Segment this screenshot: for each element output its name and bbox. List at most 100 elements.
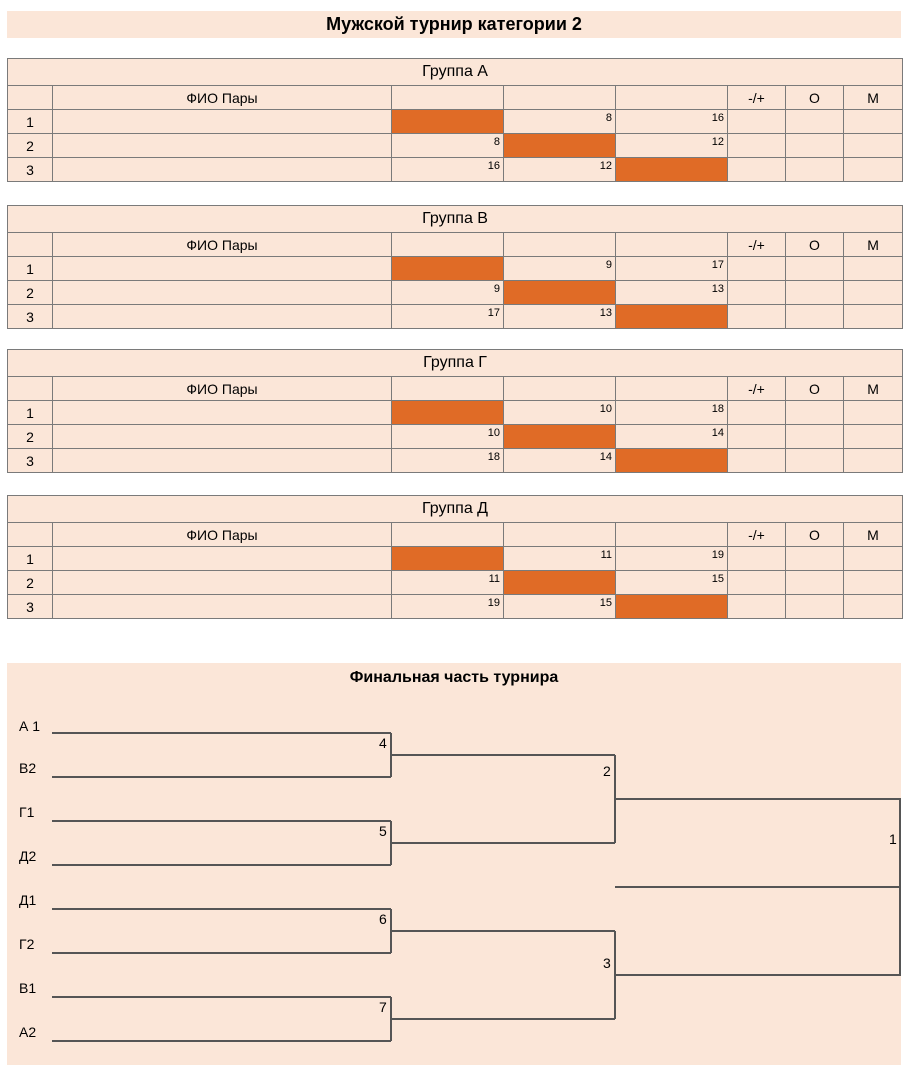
diff-cell[interactable] [727,256,786,281]
m-cell[interactable] [842,133,904,158]
diff-cell[interactable] [727,157,786,182]
header-opp [391,232,504,257]
header-o: О [785,85,844,110]
row-number: 3 [7,157,53,182]
header-opp [391,376,504,401]
pair-name-cell[interactable] [52,424,392,449]
m-cell[interactable] [843,570,903,595]
diff-cell[interactable] [727,109,786,134]
score-cell[interactable]: 18 [391,448,504,473]
o-cell[interactable] [785,157,844,182]
pair-name-cell[interactable] [52,570,392,595]
score-cell[interactable]: 16 [615,109,728,134]
o-cell[interactable] [785,570,844,595]
o-cell[interactable] [785,256,844,281]
score-cell[interactable]: 14 [615,424,728,449]
header-name: ФИО Пары [52,85,392,110]
diff-cell[interactable] [727,133,786,158]
final-title: Финальная часть турнира [349,669,559,686]
o-cell[interactable] [785,546,844,571]
diff-cell[interactable] [727,424,786,449]
pair-name-cell[interactable] [52,133,392,158]
match-number: 8 [605,112,612,124]
header-opp [615,85,728,110]
score-cell[interactable]: 11 [391,570,504,595]
match-number: 12 [599,160,612,172]
score-cell[interactable]: 14 [503,448,616,473]
seed-label: Д1 [19,892,37,908]
match-number: 4 [379,735,387,751]
score-cell[interactable]: 13 [503,304,616,329]
m-cell[interactable] [842,448,904,473]
diagonal-cell [391,256,504,281]
diff-cell[interactable] [727,280,786,305]
score-cell[interactable]: 12 [503,157,616,182]
pair-name-cell[interactable] [52,400,392,425]
m-cell[interactable] [842,256,904,281]
score-cell[interactable]: 17 [391,304,504,329]
score-cell[interactable]: 10 [391,424,504,449]
row-number: 3 [7,304,53,329]
pair-name-cell[interactable] [52,448,392,473]
pair-name-cell[interactable] [52,256,392,281]
header-opp [615,522,728,547]
score-cell[interactable]: 15 [503,594,616,619]
score-cell[interactable]: 15 [615,570,728,595]
score-cell[interactable]: 16 [391,157,504,182]
m-cell[interactable] [842,280,904,305]
o-cell[interactable] [785,400,844,425]
score-cell[interactable]: 12 [615,133,728,158]
diff-cell[interactable] [727,448,786,473]
header-diff: -/+ [727,522,786,547]
diagonal-cell [391,400,504,425]
diagonal-cell [503,133,616,158]
diff-cell[interactable] [727,546,786,571]
score-cell[interactable]: 19 [391,594,504,619]
pair-name-cell[interactable] [52,594,392,619]
score-cell[interactable]: 18 [615,400,728,425]
score-cell[interactable]: 19 [615,546,728,571]
o-cell[interactable] [785,424,844,449]
row-number: 3 [7,448,53,473]
pair-name-cell[interactable] [52,546,392,571]
m-cell[interactable] [842,157,904,182]
diff-cell[interactable] [727,570,786,595]
o-cell[interactable] [785,448,844,473]
pair-name-cell[interactable] [52,280,392,305]
score-cell[interactable]: 8 [391,133,504,158]
pair-name-cell[interactable] [52,304,392,329]
header-o: О [785,522,844,547]
header-name: ФИО Пары [52,522,392,547]
m-cell[interactable] [843,594,903,619]
diff-cell[interactable] [727,304,786,329]
m-cell[interactable] [842,109,904,134]
diff-cell[interactable] [727,594,786,619]
score-cell[interactable]: 11 [503,546,616,571]
m-cell[interactable] [842,304,904,329]
pair-name-cell[interactable] [52,157,392,182]
m-cell[interactable] [843,546,903,571]
score-cell[interactable]: 9 [391,280,504,305]
score-cell[interactable]: 8 [503,109,616,134]
score-cell[interactable]: 13 [615,280,728,305]
m-cell[interactable] [842,400,904,425]
o-cell[interactable] [785,109,844,134]
score-cell[interactable]: 9 [503,256,616,281]
pair-name-cell[interactable] [52,109,392,134]
score-cell[interactable]: 10 [503,400,616,425]
diff-cell[interactable] [727,400,786,425]
o-cell[interactable] [785,304,844,329]
match-number: 8 [493,136,500,148]
o-cell[interactable] [785,594,844,619]
header-opp [615,232,728,257]
score-cell[interactable]: 17 [615,256,728,281]
m-cell[interactable] [842,424,904,449]
o-cell[interactable] [785,133,844,158]
o-cell[interactable] [785,280,844,305]
header-opp [615,376,728,401]
